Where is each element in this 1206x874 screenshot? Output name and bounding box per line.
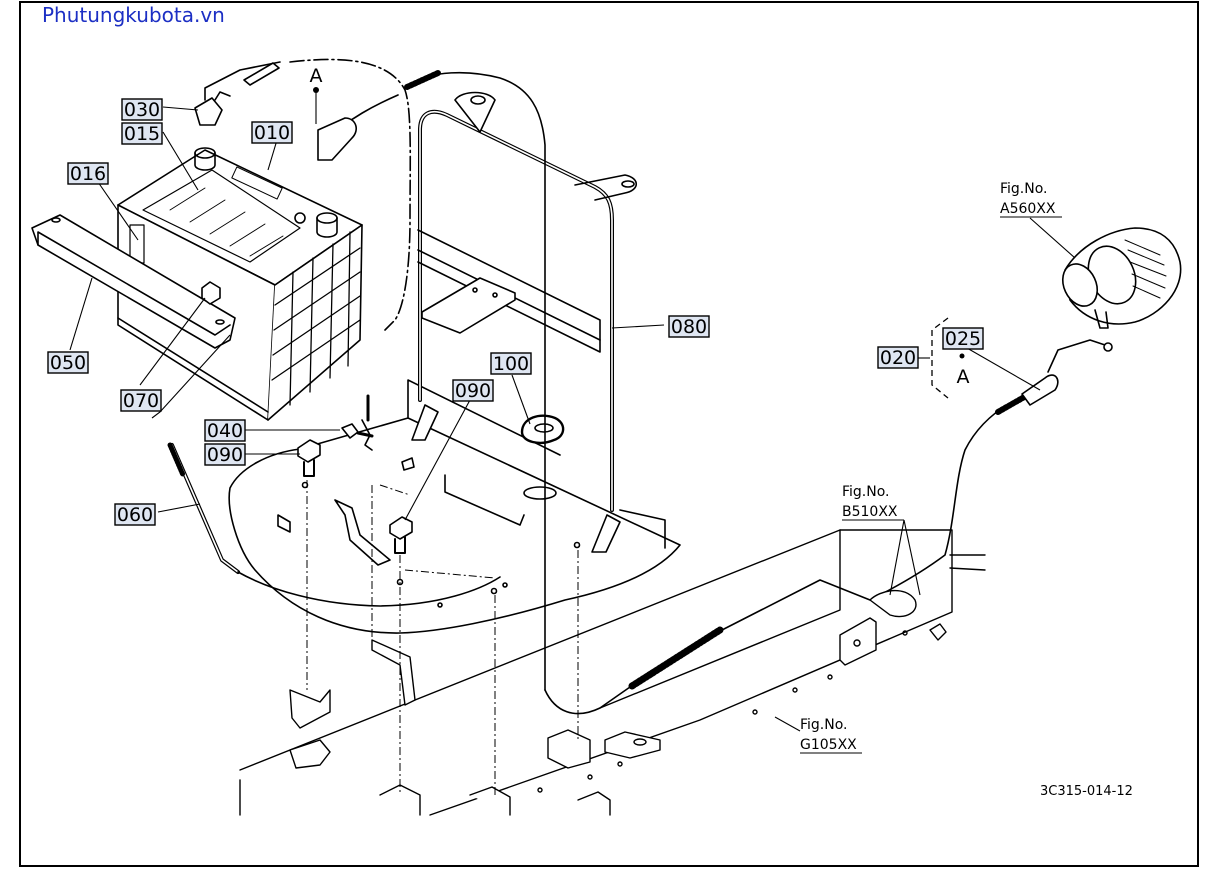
callout-label: 030 [124,99,160,121]
callout-label: 016 [70,163,106,185]
callout-label: 020 [880,347,916,369]
grommet [520,414,565,444]
starter-motor [1061,227,1182,329]
callout-box [251,121,293,144]
callout-label: 040 [207,420,243,442]
hold-down-rod [167,442,240,574]
callout-label: 080 [671,316,707,338]
callout-label: 015 [124,123,160,145]
chassis-frame [239,529,986,816]
site-watermark: Phutungkubota.vn [42,3,225,27]
fig-ref-code: B510XX [842,504,898,520]
fig-ref-prefix: Fig.No. [1000,181,1048,197]
battery-holder [31,214,236,349]
fig-ref-code: G105XX [800,737,857,753]
callout-box [452,379,494,402]
bolt-090-left [297,439,321,477]
callout-label: 090 [455,380,491,402]
bolt-040 [341,423,374,439]
marker-dot [313,87,319,93]
callout-box [120,389,162,412]
callout-label: 050 [50,352,86,374]
callout-box [668,315,710,338]
callout-box [114,503,156,526]
sheet-border [19,1,1199,867]
marker-dot [959,353,965,359]
callout-label: 010 [254,122,290,144]
callout-label: 070 [123,390,159,412]
callout-box [204,419,246,442]
callout-box [121,122,163,145]
fig-ref-prefix: Fig.No. [800,717,848,733]
point-marker-a: A [957,366,970,388]
point-marker-a: A [310,65,323,87]
fig-ref-prefix: Fig.No. [842,484,890,500]
hex-nut [201,281,221,305]
callout-box [877,346,919,369]
group-bracket [931,317,949,399]
ground-wire [361,419,373,451]
bolt-090-right [389,516,413,554]
callout-box [490,352,532,375]
callout-label: 060 [117,504,153,526]
callout-label: 025 [945,328,981,350]
battery-stay-frame [411,91,638,553]
callout-box [121,98,163,121]
callout-box [67,162,109,185]
callout-box [204,443,246,466]
drawing-code: 3C315-014-12 [1040,784,1133,799]
alignment-lines [306,480,579,795]
terminal-clamp [194,61,281,126]
callout-box [942,327,984,350]
battery-cable [237,58,641,715]
leader-lines [69,90,1076,732]
callout-label: 090 [207,444,243,466]
fig-ref-code: A560XX [1000,201,1056,217]
callout-label: 100 [493,353,529,375]
callout-box [47,351,89,374]
